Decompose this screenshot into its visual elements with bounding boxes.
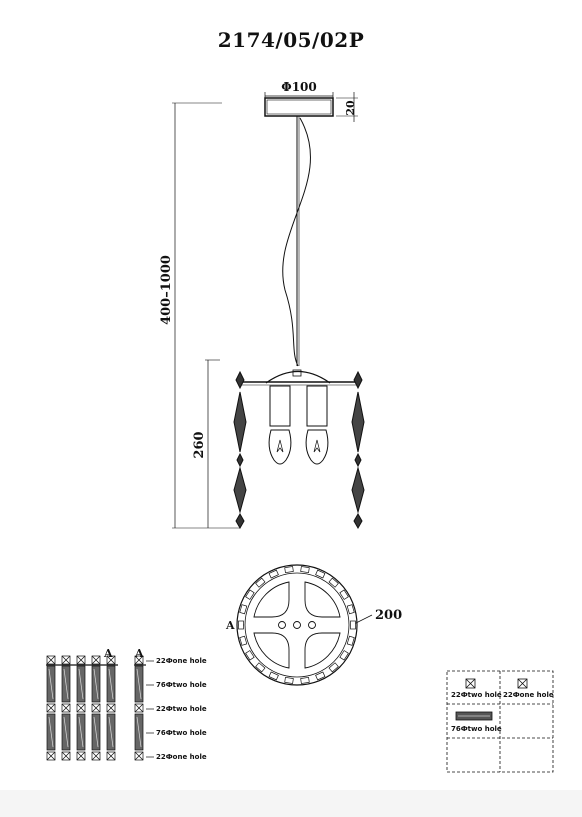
ring-crystal <box>239 604 248 615</box>
ring-crystal <box>239 635 248 646</box>
legend-crystal-small <box>134 655 144 665</box>
legend-row-3: 22Фtwo hole <box>156 705 207 713</box>
socket-right <box>306 385 328 427</box>
legend-crystal-small <box>134 703 144 713</box>
ring-crystal <box>284 566 294 574</box>
legend-crystal-small <box>76 703 86 713</box>
dim-canopy-height: 20 <box>344 100 357 116</box>
legend-crystal-small <box>134 751 144 761</box>
legend-crystal-small <box>46 751 56 761</box>
ring-crystal <box>245 650 255 661</box>
socket-left <box>269 385 291 427</box>
dim-body-height: 260 <box>192 431 207 458</box>
legend-row-2: 76Фtwo hole <box>156 681 207 689</box>
ring-crystal <box>268 569 279 579</box>
legend-crystal-small <box>91 655 101 665</box>
dim-canopy-diameter: Φ100 <box>281 80 317 94</box>
legend-crystal-small <box>61 703 71 713</box>
crystal-strand-left <box>233 370 247 530</box>
ring-crystal <box>346 604 355 615</box>
legend-crystal-small <box>61 751 71 761</box>
crystal-22-two-hole-icon <box>465 678 476 689</box>
lamp-body-dome <box>265 371 331 384</box>
legend-crystal-small <box>76 751 86 761</box>
ring-crystal <box>328 662 339 673</box>
section-mark: A <box>225 619 235 632</box>
crystal-ring <box>238 566 356 684</box>
legend-crystal-small <box>91 751 101 761</box>
ring-crystal <box>255 577 266 588</box>
crystal-22-one-hole-icon <box>517 678 528 689</box>
legend-row-5: 22Фone hole <box>156 753 207 761</box>
ring-crystal <box>339 650 349 661</box>
legend-crystal-small <box>61 655 71 665</box>
ring-crystal <box>245 589 255 600</box>
ring-crystal <box>315 671 326 681</box>
ring-crystal <box>300 676 310 684</box>
legend-crystal-small <box>46 703 56 713</box>
legend-crystal-small <box>106 655 116 665</box>
parts-box <box>446 670 554 773</box>
ring-crystal <box>255 662 266 673</box>
ring-crystal <box>238 620 244 630</box>
legend-crystal-small <box>106 703 116 713</box>
ring-crystal <box>346 635 355 646</box>
legend-label-a-right: A <box>134 647 144 660</box>
footer-bar <box>0 790 582 817</box>
dim-bottom-diameter: 200 <box>375 608 402 623</box>
bulb-left-icon <box>268 429 292 465</box>
drawing-title: 2174/05/02P <box>217 28 365 52</box>
legend-row-1: 22Фone hole <box>156 657 207 665</box>
legend-crystal-small <box>76 655 86 665</box>
canopy <box>264 97 334 117</box>
ring-crystal <box>339 589 349 600</box>
legend-label-a-left: A <box>103 647 113 660</box>
dim-total-height: 400–1000 <box>159 255 174 325</box>
parts-cell-2: 22Фone hole <box>503 691 554 699</box>
bulb-right-icon <box>305 429 329 465</box>
parts-cell-3: 76Фtwo hole <box>451 725 502 733</box>
ring-crystal <box>328 577 339 588</box>
crystal-legend-columns <box>46 655 144 761</box>
crystal-strand-right <box>351 370 365 530</box>
parts-cell-1: 22Фtwo hole <box>451 691 502 699</box>
ring-crystal <box>284 676 294 684</box>
ring-crystal <box>300 566 310 574</box>
legend-row-4: 76Фtwo hole <box>156 729 207 737</box>
ring-crystal <box>350 620 356 630</box>
legend-crystal-small <box>46 655 56 665</box>
plan-view <box>236 564 373 686</box>
ring-crystal <box>268 671 279 681</box>
legend-crystal-small <box>106 751 116 761</box>
ring-crystal <box>315 569 326 579</box>
legend-crystal-small <box>91 703 101 713</box>
